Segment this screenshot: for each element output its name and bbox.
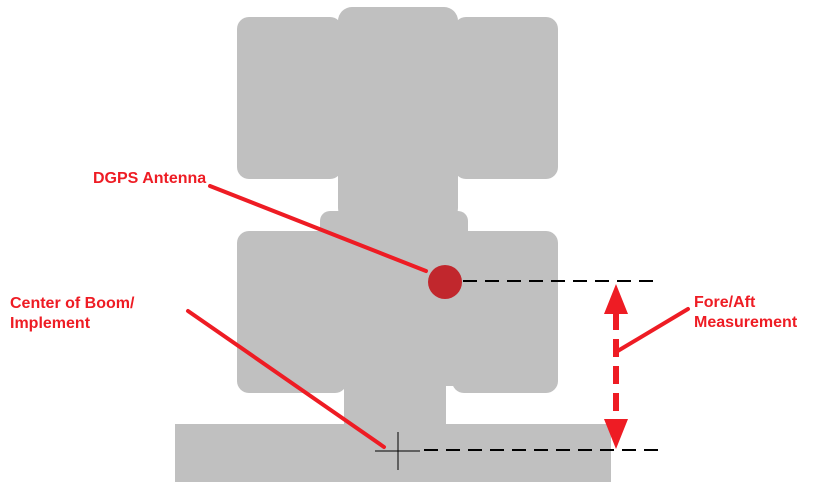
fore-aft-label: Fore/Aft Measurement: [694, 293, 797, 333]
boom-implement: [175, 424, 611, 482]
arrow-head-up: [604, 284, 628, 314]
antenna-leader-line: [208, 184, 428, 273]
boom-label-line2: Implement: [10, 315, 91, 332]
antenna-label: DGPS Antenna: [93, 169, 206, 189]
boom-label-line1: Center of Boom/: [10, 295, 135, 312]
front-right-wheel: [454, 17, 558, 179]
reference-lines: [424, 280, 660, 451]
callout-leaders: [186, 184, 690, 449]
boom-center-crosshair: [375, 432, 420, 470]
boom-leader-line: [186, 309, 386, 449]
measurement-leader-line: [614, 307, 690, 354]
measure-label-line1: Fore/Aft: [694, 294, 756, 311]
front-center-hood: [338, 7, 458, 222]
measure-label-line2: Measurement: [694, 314, 798, 331]
rear-right-wheel: [452, 231, 558, 393]
boom-center-label: Center of Boom/ Implement: [10, 294, 134, 334]
front-left-wheel: [237, 17, 342, 179]
arrow-head-down: [604, 419, 628, 449]
hitch-drawbar: [344, 380, 446, 430]
dgps-antenna-marker: [428, 265, 462, 299]
rear-left-wheel: [237, 231, 347, 393]
vehicle-body: [175, 7, 611, 482]
fore-aft-arrow: [604, 284, 628, 449]
antenna-label-text: DGPS Antenna: [93, 170, 207, 187]
